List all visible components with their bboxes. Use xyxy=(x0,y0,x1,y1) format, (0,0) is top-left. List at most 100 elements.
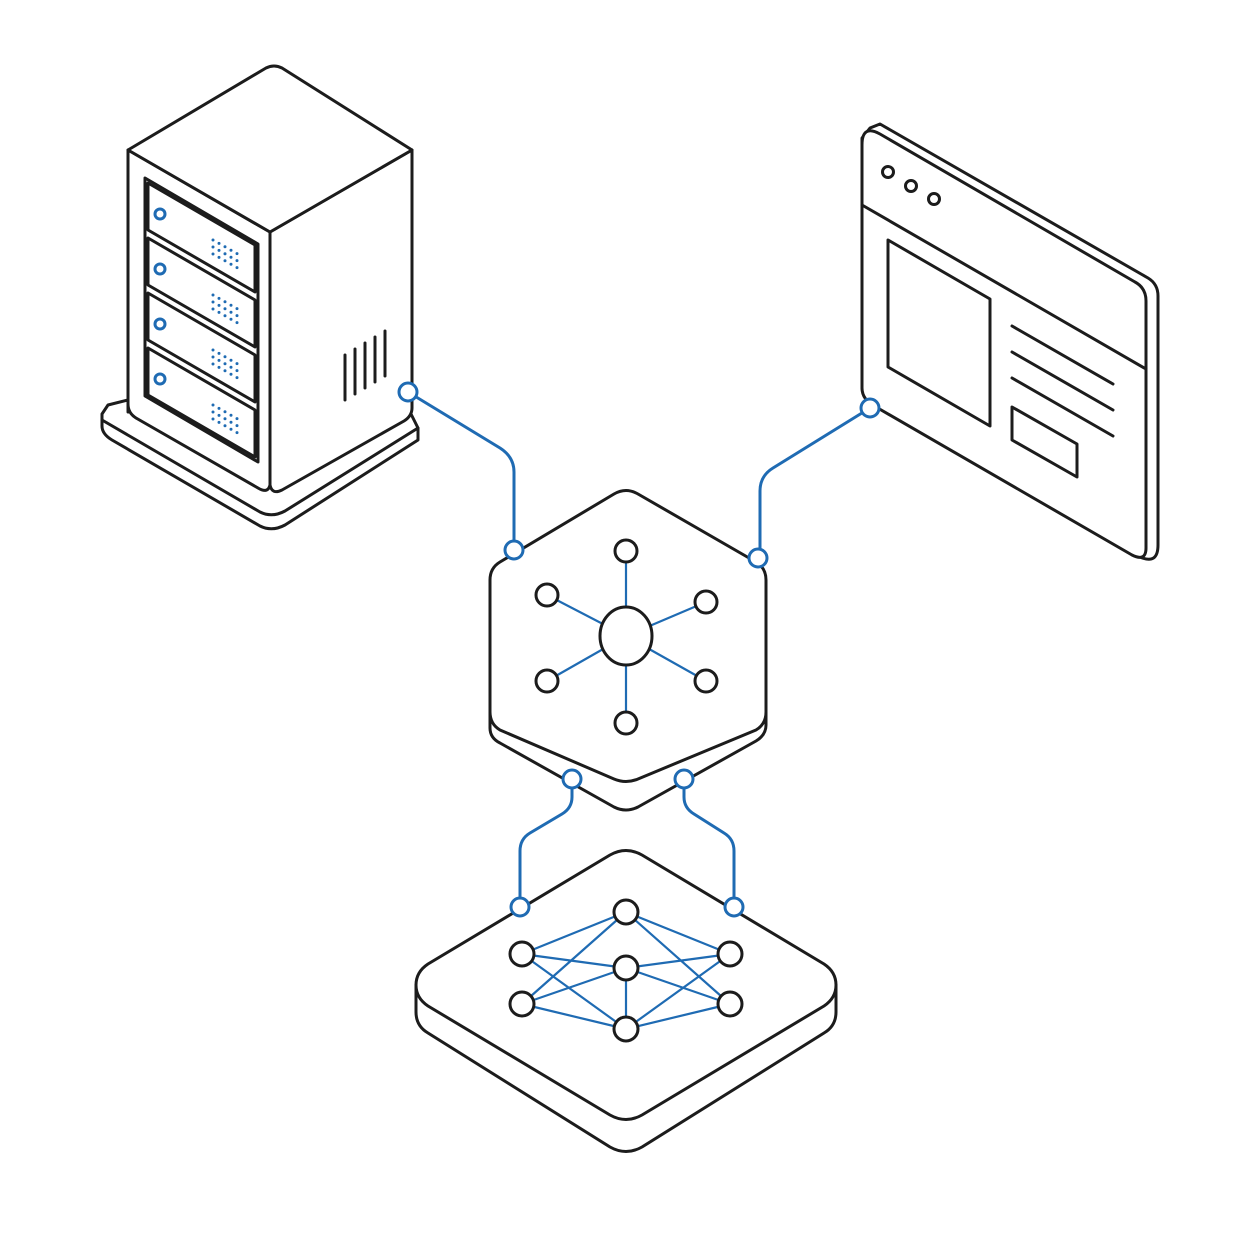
vent-dot xyxy=(235,431,239,435)
vent-dot xyxy=(217,365,221,369)
vent-dot xyxy=(211,293,215,297)
server-top xyxy=(126,64,414,234)
vent-dot xyxy=(223,410,227,414)
nn-node xyxy=(612,954,640,982)
vent-dot xyxy=(235,369,239,373)
vent-dot xyxy=(217,413,221,417)
vent-dot xyxy=(217,296,221,300)
vent-dot xyxy=(217,351,221,355)
vent-dot xyxy=(223,424,227,428)
hub-network-icon[interactable] xyxy=(488,489,768,812)
vent-dot xyxy=(211,362,215,366)
hub-outer-node xyxy=(613,710,639,736)
vent-dot xyxy=(217,255,221,259)
browser-button-block xyxy=(1010,405,1079,479)
vent-dot xyxy=(235,424,239,428)
hub-outer-node xyxy=(693,589,719,615)
nn-edge xyxy=(624,952,732,970)
vent-dot xyxy=(235,376,239,380)
hub-outer-node xyxy=(534,668,560,694)
vent-dot xyxy=(223,355,227,359)
vent-dot xyxy=(223,417,227,421)
nn-edge xyxy=(624,1002,732,1031)
port[interactable] xyxy=(561,768,583,790)
vent-dot xyxy=(229,255,233,259)
nn-edge xyxy=(520,952,628,970)
vent-dot xyxy=(235,307,239,311)
vent-dot xyxy=(235,321,239,325)
nn-node xyxy=(716,990,744,1018)
nn-edge xyxy=(520,910,628,956)
vent-dot xyxy=(223,300,227,304)
vent-dot xyxy=(223,314,227,318)
vent-dot xyxy=(223,252,227,256)
vent-dot xyxy=(217,310,221,314)
port[interactable] xyxy=(503,539,525,561)
browser-text-line xyxy=(1010,324,1115,438)
vent-dot xyxy=(217,248,221,252)
vent-dot xyxy=(211,355,215,359)
connector-hub-neural-right xyxy=(673,768,745,918)
server-bezel xyxy=(143,176,260,464)
vent-dot xyxy=(235,362,239,366)
server-side-vents xyxy=(343,329,387,402)
hub-outer-node xyxy=(693,668,719,694)
nn-node xyxy=(716,940,744,968)
port[interactable] xyxy=(673,768,695,790)
vent-dot xyxy=(235,314,239,318)
nn-edge xyxy=(520,952,628,1031)
drive-vent-grid xyxy=(211,238,239,435)
browser-titlebar-divider xyxy=(860,203,1148,371)
vent-dot xyxy=(229,372,233,376)
vent-dot xyxy=(211,307,215,311)
nn-edge xyxy=(624,910,732,1006)
vent-dot xyxy=(229,317,233,321)
vent-dot xyxy=(235,259,239,263)
neural-network-graph xyxy=(508,898,744,1043)
nn-edge xyxy=(520,966,628,1006)
vent-dot xyxy=(217,358,221,362)
vent-dot xyxy=(223,259,227,263)
vent-dot xyxy=(235,417,239,421)
vent-dot xyxy=(211,238,215,242)
neural-network-icon[interactable] xyxy=(414,849,838,1153)
vent-dot xyxy=(223,369,227,373)
vent-dot xyxy=(229,413,233,417)
server-base-edge xyxy=(100,418,420,517)
vent-dot xyxy=(211,252,215,256)
vent-dot xyxy=(229,358,233,362)
browser-window-icon[interactable] xyxy=(860,122,1160,561)
nn-node xyxy=(508,940,536,968)
window-control-dot xyxy=(881,165,941,206)
vent-dot xyxy=(223,245,227,249)
vent-dot xyxy=(211,410,215,414)
nn-edge xyxy=(624,952,732,1031)
port[interactable] xyxy=(747,547,769,569)
connector-server-hub xyxy=(397,381,525,561)
hub-outer-node xyxy=(534,582,560,608)
vent-dot xyxy=(211,348,215,352)
hub-outer-node xyxy=(613,538,639,564)
nn-edge xyxy=(520,910,628,1006)
port[interactable] xyxy=(509,896,531,918)
port[interactable] xyxy=(397,381,419,403)
nn-node xyxy=(612,898,640,926)
nn-edge xyxy=(624,966,732,1006)
nn-node xyxy=(612,1015,640,1043)
port[interactable] xyxy=(723,896,745,918)
nn-edge xyxy=(520,1002,628,1031)
drive-slot xyxy=(146,181,257,459)
nn-node xyxy=(508,990,536,1018)
connector-hub-neural-left xyxy=(509,768,583,918)
vent-dot xyxy=(229,365,233,369)
server-rack-icon[interactable] xyxy=(100,64,420,531)
vent-dot xyxy=(229,310,233,314)
vent-dot xyxy=(211,300,215,304)
vent-dot xyxy=(217,303,221,307)
hub-graph xyxy=(534,538,719,736)
vent-dot xyxy=(229,248,233,252)
vent-dot xyxy=(235,266,239,270)
port[interactable] xyxy=(859,397,881,419)
